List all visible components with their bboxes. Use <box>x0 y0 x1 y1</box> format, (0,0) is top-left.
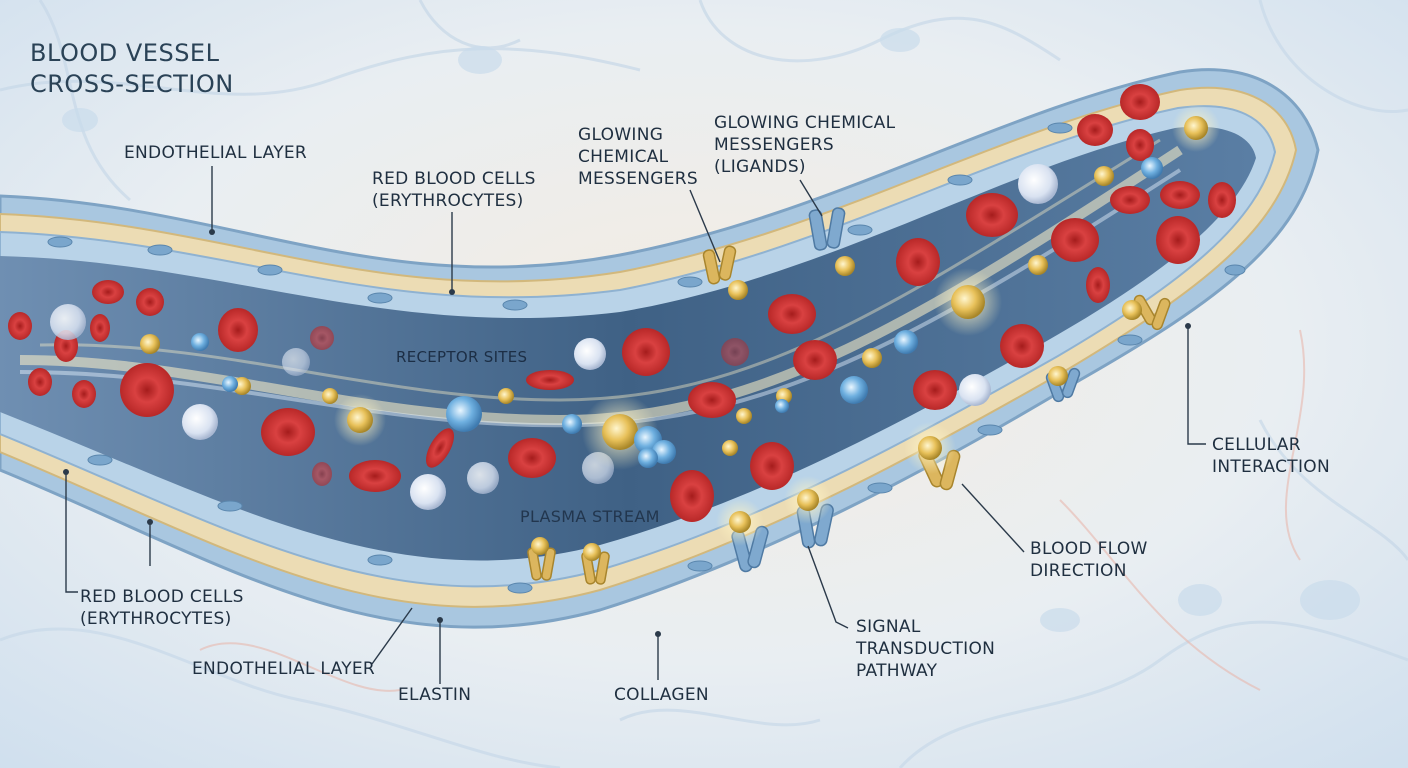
receptor-gold-1 <box>702 245 737 285</box>
ligands-gold <box>140 116 1208 561</box>
label-plasma-stream: PLASMA STREAM <box>520 506 660 528</box>
label-endothelial-layer-bottom: ENDOTHELIAL LAYER <box>192 658 375 680</box>
label-text: DIRECTION <box>1030 561 1127 581</box>
label-endothelial-layer-top: ENDOTHELIAL LAYER <box>124 142 307 164</box>
label-collagen: COLLAGEN <box>614 684 709 706</box>
leader-cellular-interaction <box>1187 326 1206 445</box>
leader-dots <box>63 229 1191 637</box>
label-text: (ERYTHROCYTES) <box>80 609 232 629</box>
leader-signal <box>807 545 849 629</box>
label-text: COLLAGEN <box>614 685 709 705</box>
leader-rbc-bottom <box>65 472 78 593</box>
label-text: MESSENGERS <box>578 169 698 189</box>
label-text: MESSENGERS <box>714 135 834 155</box>
endothelial-nuclei <box>47 122 1246 594</box>
label-glowing-messengers-ligands: GLOWING CHEMICAL MESSENGERS (LIGANDS) <box>714 112 895 178</box>
label-text: RED BLOOD CELLS <box>80 587 244 607</box>
label-text: PATHWAY <box>856 661 938 681</box>
label-text: CHEMICAL <box>578 147 669 167</box>
label-red-blood-cells-bottom: RED BLOOD CELLS (ERYTHROCYTES) <box>80 586 244 630</box>
label-cellular-interaction: CELLULAR INTERACTION <box>1212 434 1330 478</box>
ligands-blue <box>191 157 1163 468</box>
receptor-blue-1 <box>808 207 846 251</box>
label-text: PLASMA STREAM <box>520 507 660 526</box>
label-glowing-messengers: GLOWING CHEMICAL MESSENGERS <box>578 124 698 190</box>
leader-endothelial-bottom <box>371 607 413 665</box>
label-text: GLOWING CHEMICAL <box>714 113 896 133</box>
plasma-stream-line <box>39 138 1161 402</box>
label-blood-flow-direction: BLOOD FLOW DIRECTION <box>1030 538 1148 582</box>
label-text: RECEPTOR SITES <box>396 348 528 366</box>
label-text: BLOOD FLOW <box>1030 539 1148 559</box>
label-receptor-sites: RECEPTOR SITES <box>396 346 527 368</box>
receptor-gold-4 <box>527 547 610 585</box>
red-blood-cells <box>8 84 1236 522</box>
white-blood-cells <box>50 164 1058 510</box>
label-text: (ERYTHROCYTES) <box>372 191 524 211</box>
label-text: TRANSDUCTION <box>856 639 996 659</box>
leader-messengers-1 <box>689 189 721 263</box>
label-text: GLOWING <box>578 125 664 145</box>
label-text: ELASTIN <box>398 685 472 705</box>
receptor-gold-2 <box>1133 294 1171 331</box>
label-elastin: ELASTIN <box>398 684 471 706</box>
label-text: ENDOTHELIAL LAYER <box>192 659 376 679</box>
title-line-1: BLOOD VESSEL <box>30 39 220 67</box>
label-text: RED BLOOD CELLS <box>372 169 536 189</box>
label-red-blood-cells-top: RED BLOOD CELLS (ERYTHROCYTES) <box>372 168 536 212</box>
leader-lines <box>65 166 1206 684</box>
diagram-title: BLOOD VESSEL CROSS-SECTION <box>30 38 234 100</box>
label-signal-transduction: SIGNAL TRANSDUCTION PATHWAY <box>856 616 995 682</box>
label-text: SIGNAL <box>856 617 921 637</box>
leader-messengers-2 <box>799 179 823 217</box>
label-text: (LIGANDS) <box>714 157 806 177</box>
label-text: INTERACTION <box>1212 457 1330 477</box>
title-line-2: CROSS-SECTION <box>30 70 234 98</box>
leader-blood-flow <box>961 483 1025 553</box>
label-text: CELLULAR <box>1212 435 1301 455</box>
background-cells <box>62 28 1360 632</box>
label-text: ENDOTHELIAL LAYER <box>124 143 308 163</box>
